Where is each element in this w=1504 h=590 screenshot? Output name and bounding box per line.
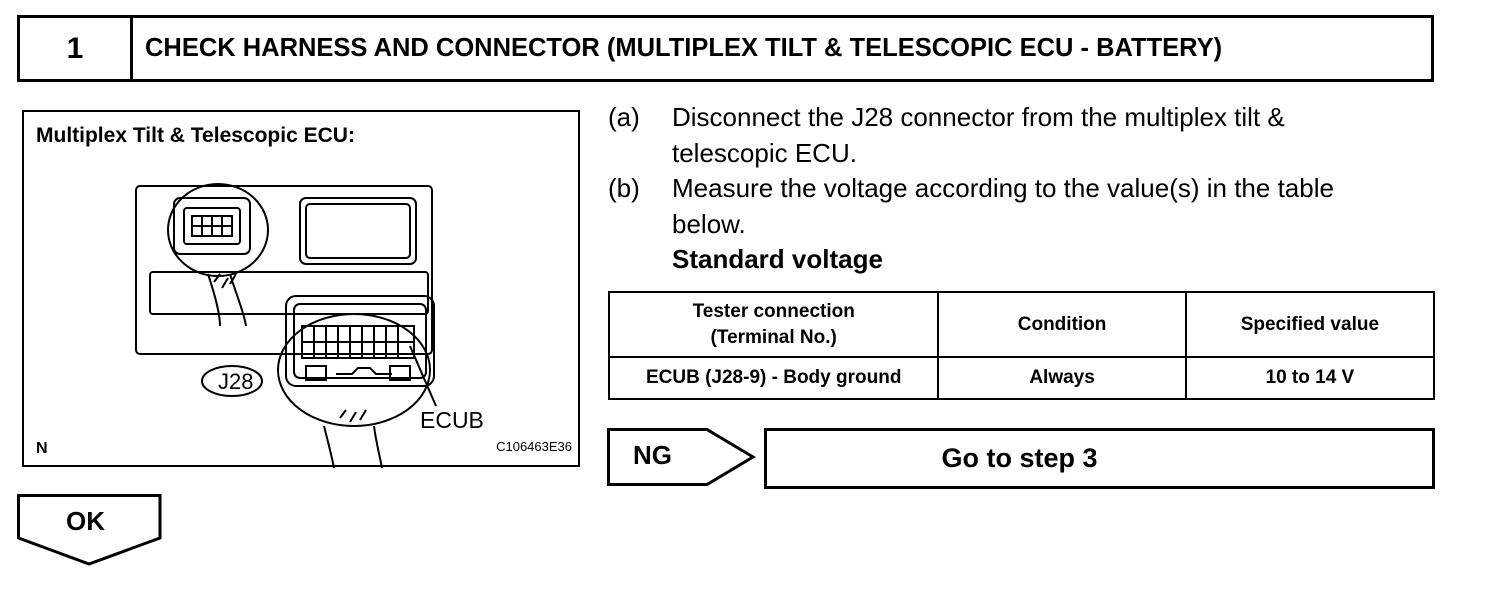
instruction-text: Disconnect the J28 connector from the mu… bbox=[672, 102, 1285, 168]
corner-mark: N bbox=[36, 440, 48, 457]
column-header: Condition bbox=[937, 291, 1187, 358]
instruction-item: (b) Measure the voltage according to the… bbox=[608, 171, 1448, 242]
ok-label: OK bbox=[66, 506, 105, 536]
table-header-row: Tester connection (Terminal No.) Conditi… bbox=[607, 291, 1436, 358]
instruction-label: (b) bbox=[608, 173, 640, 203]
table-cell: Always bbox=[937, 356, 1187, 400]
connector-illustration: Multiplex Tilt & Telescopic ECU: bbox=[22, 110, 580, 469]
table-row: ECUB (J28-9) - Body ground Always 10 to … bbox=[607, 356, 1436, 400]
step-header: 1 CHECK HARNESS AND CONNECTOR (MULTIPLEX… bbox=[17, 15, 1434, 82]
standard-voltage-label: Standard voltage bbox=[672, 244, 883, 274]
specification-table: Tester connection (Terminal No.) Conditi… bbox=[607, 291, 1436, 400]
connector-label: J28 bbox=[218, 369, 254, 394]
terminal-label: ECUB bbox=[420, 407, 484, 433]
step-number: 1 bbox=[20, 18, 133, 79]
ng-action-box: Go to step 3 bbox=[764, 428, 1435, 489]
instruction-list: (a) Disconnect the J28 connector from th… bbox=[608, 100, 1448, 278]
ng-label: NG bbox=[633, 440, 672, 470]
ok-arrow-icon bbox=[17, 494, 162, 566]
step-title: CHECK HARNESS AND CONNECTOR (MULTIPLEX T… bbox=[145, 34, 1223, 62]
column-header: Tester connection (Terminal No.) bbox=[607, 291, 940, 358]
table-cell: 10 to 14 V bbox=[1184, 356, 1436, 400]
instruction-label: (a) bbox=[608, 102, 640, 132]
figure-title: Multiplex Tilt & Telescopic ECU: bbox=[36, 124, 355, 147]
ecu-drawing bbox=[135, 183, 437, 469]
figure-code: C106463E36 bbox=[496, 439, 572, 454]
ng-action-text: Go to step 3 bbox=[941, 443, 1098, 473]
instruction-item: (a) Disconnect the J28 connector from th… bbox=[608, 100, 1448, 171]
ng-arrow-icon bbox=[607, 428, 756, 486]
instruction-text: Measure the voltage according to the val… bbox=[672, 173, 1334, 239]
table-cell: ECUB (J28-9) - Body ground bbox=[607, 356, 940, 400]
column-header: Specified value bbox=[1184, 291, 1436, 358]
